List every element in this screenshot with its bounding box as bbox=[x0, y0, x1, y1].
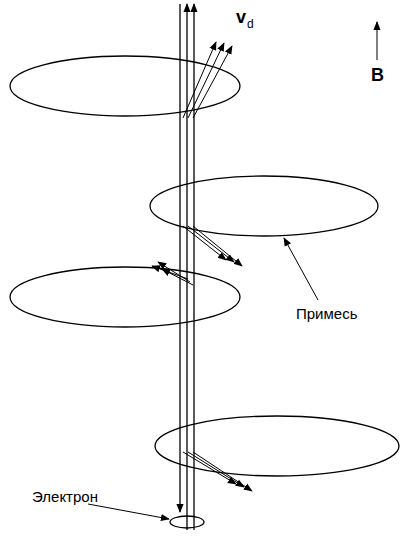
drift-arrow bbox=[188, 226, 234, 262]
drift-arrow bbox=[188, 452, 244, 487]
leader-line bbox=[88, 504, 169, 519]
impurity-orbit bbox=[10, 267, 240, 327]
impurity-label: Примесь bbox=[296, 306, 357, 321]
drift-arrow bbox=[183, 452, 236, 484]
electron-label: Электрон bbox=[32, 489, 98, 504]
drift-arrow bbox=[158, 262, 190, 282]
field-symbol: B bbox=[371, 66, 384, 84]
drift-arrow bbox=[193, 46, 232, 118]
vector-subscript: d bbox=[247, 18, 254, 30]
drift-arrow bbox=[152, 266, 188, 279]
leader-line bbox=[284, 238, 318, 300]
drift-arrow bbox=[193, 226, 242, 266]
field-arrow bbox=[377, 22, 378, 60]
field-line bbox=[193, 4, 194, 530]
field-line bbox=[179, 4, 180, 512]
vector-symbol: v bbox=[236, 8, 246, 26]
impurity-orbit bbox=[155, 416, 399, 476]
drift-arrow bbox=[193, 452, 252, 491]
drift-arrow bbox=[188, 43, 224, 118]
field-line bbox=[186, 4, 187, 530]
drift-arrow bbox=[183, 226, 226, 260]
